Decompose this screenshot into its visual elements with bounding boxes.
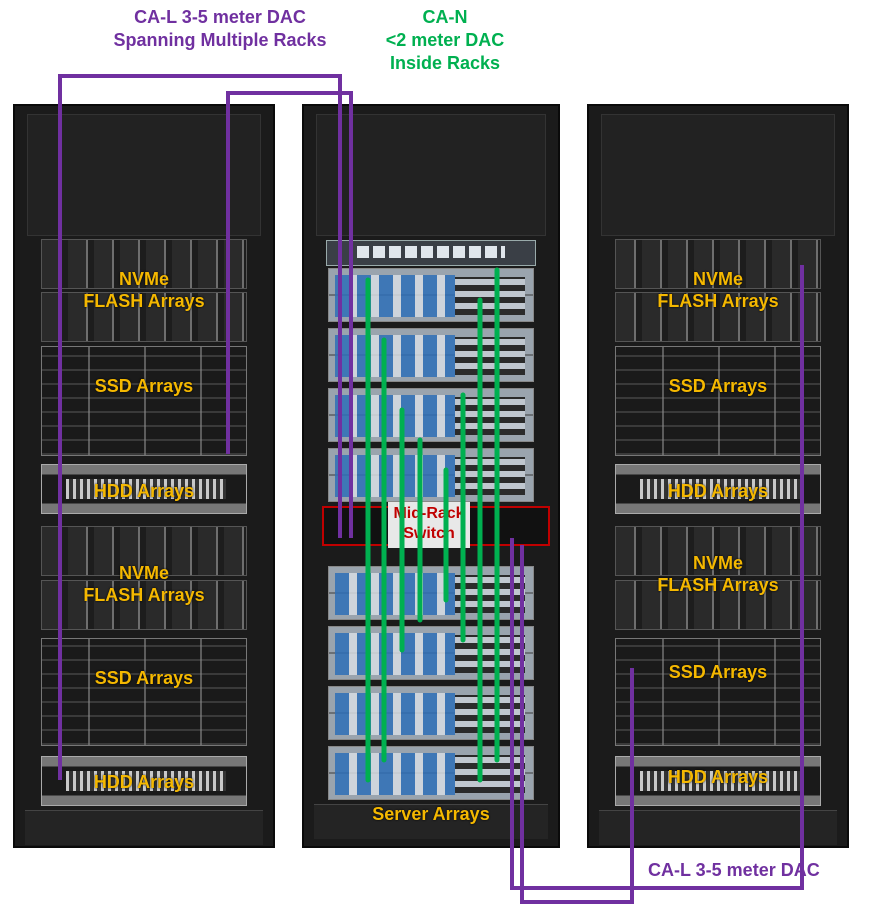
left-ssd-label-1: SSD Arrays (15, 375, 273, 397)
server-3 (328, 388, 534, 442)
left-hdd-label-1: HDD Arrays (15, 480, 273, 502)
right-rack: NVMe FLASH Arrays SSD Arrays HDD Arrays … (587, 104, 849, 848)
can-line2: <2 meter DAC (385, 30, 505, 50)
left-rack-top-panel (27, 114, 261, 236)
middle-rack-base (314, 804, 548, 839)
cal-bottom-label-text: CA-L 3-5 meter DAC (648, 860, 820, 880)
server-2 (328, 328, 534, 382)
left-nvme-label-2-line2: FLASH Arrays (83, 585, 205, 605)
right-ssd-array-1 (615, 346, 821, 456)
left-ssd-label-2-text: SSD Arrays (94, 668, 194, 688)
server-6 (328, 626, 534, 680)
left-ssd-array-2 (41, 638, 247, 746)
right-nvme-label-2: NVMe FLASH Arrays (589, 552, 847, 596)
cal-top-line2: Spanning Multiple Racks (113, 30, 327, 50)
right-ssd-label-1: SSD Arrays (589, 375, 847, 397)
middle-rack: Mid-Rack Switch Server Arrays (302, 104, 560, 848)
right-ssd-label-2-text: SSD Arrays (668, 662, 768, 682)
mid-rack-switch-label: Mid-Rack Switch (388, 504, 470, 544)
left-nvme-label-1: NVMe FLASH Arrays (15, 268, 273, 312)
server-4 (328, 448, 534, 502)
right-hdd-label-1: HDD Arrays (589, 480, 847, 502)
can-header: CA-N <2 meter DAC Inside Racks (360, 6, 530, 75)
left-hdd-label-1-text: HDD Arrays (93, 481, 195, 501)
cal-top-line1: CA-L 3-5 meter DAC (134, 7, 306, 27)
server-5 (328, 566, 534, 620)
right-ssd-label-2: SSD Arrays (589, 661, 847, 683)
right-nvme-label-1-line1: NVMe (692, 269, 743, 289)
server-1 (328, 268, 534, 322)
mid-rack-switch-line1: Mid-Rack (393, 505, 465, 522)
left-nvme-label-2: NVMe FLASH Arrays (15, 562, 273, 606)
server-arrays-label-text: Server Arrays (372, 804, 490, 824)
can-line1: CA-N (422, 7, 468, 27)
right-rack-top-panel (601, 114, 835, 236)
server-arrays-label: Server Arrays (304, 804, 558, 825)
right-ssd-array-2 (615, 638, 821, 746)
left-hdd-label-2-text: HDD Arrays (93, 772, 195, 792)
right-hdd-label-2: HDD Arrays (589, 766, 847, 788)
right-nvme-label-1-line2: FLASH Arrays (657, 291, 779, 311)
right-hdd-label-1-text: HDD Arrays (667, 481, 769, 501)
can-line3: Inside Racks (389, 53, 501, 73)
left-nvme-label-1-line2: FLASH Arrays (83, 291, 205, 311)
left-ssd-array-1 (41, 346, 247, 456)
right-rack-base (599, 810, 837, 845)
cal-top-header: CA-L 3-5 meter DAC Spanning Multiple Rac… (80, 6, 360, 52)
right-nvme-label-2-line2: FLASH Arrays (657, 575, 779, 595)
right-nvme-label-2-line1: NVMe (692, 553, 743, 573)
server-7 (328, 686, 534, 740)
mid-rack-switch-label-box: Mid-Rack Switch (388, 502, 470, 548)
right-ssd-label-1-text: SSD Arrays (668, 376, 768, 396)
left-ssd-label-1-text: SSD Arrays (94, 376, 194, 396)
mid-rack-switch-line2: Switch (403, 525, 455, 542)
left-nvme-label-1-line1: NVMe (118, 269, 169, 289)
left-ssd-label-2: SSD Arrays (15, 667, 273, 689)
left-rack: NVMe FLASH Arrays SSD Arrays HDD Arrays … (13, 104, 275, 848)
left-rack-base (25, 810, 263, 845)
top-of-rack-switch (326, 240, 536, 266)
left-nvme-label-2-line1: NVMe (118, 563, 169, 583)
left-hdd-label-2: HDD Arrays (15, 771, 273, 793)
server-8 (328, 746, 534, 800)
right-nvme-label-1: NVMe FLASH Arrays (589, 268, 847, 312)
middle-rack-top-panel (316, 114, 546, 236)
right-hdd-label-2-text: HDD Arrays (667, 767, 769, 787)
cal-bottom-label: CA-L 3-5 meter DAC (648, 860, 820, 881)
